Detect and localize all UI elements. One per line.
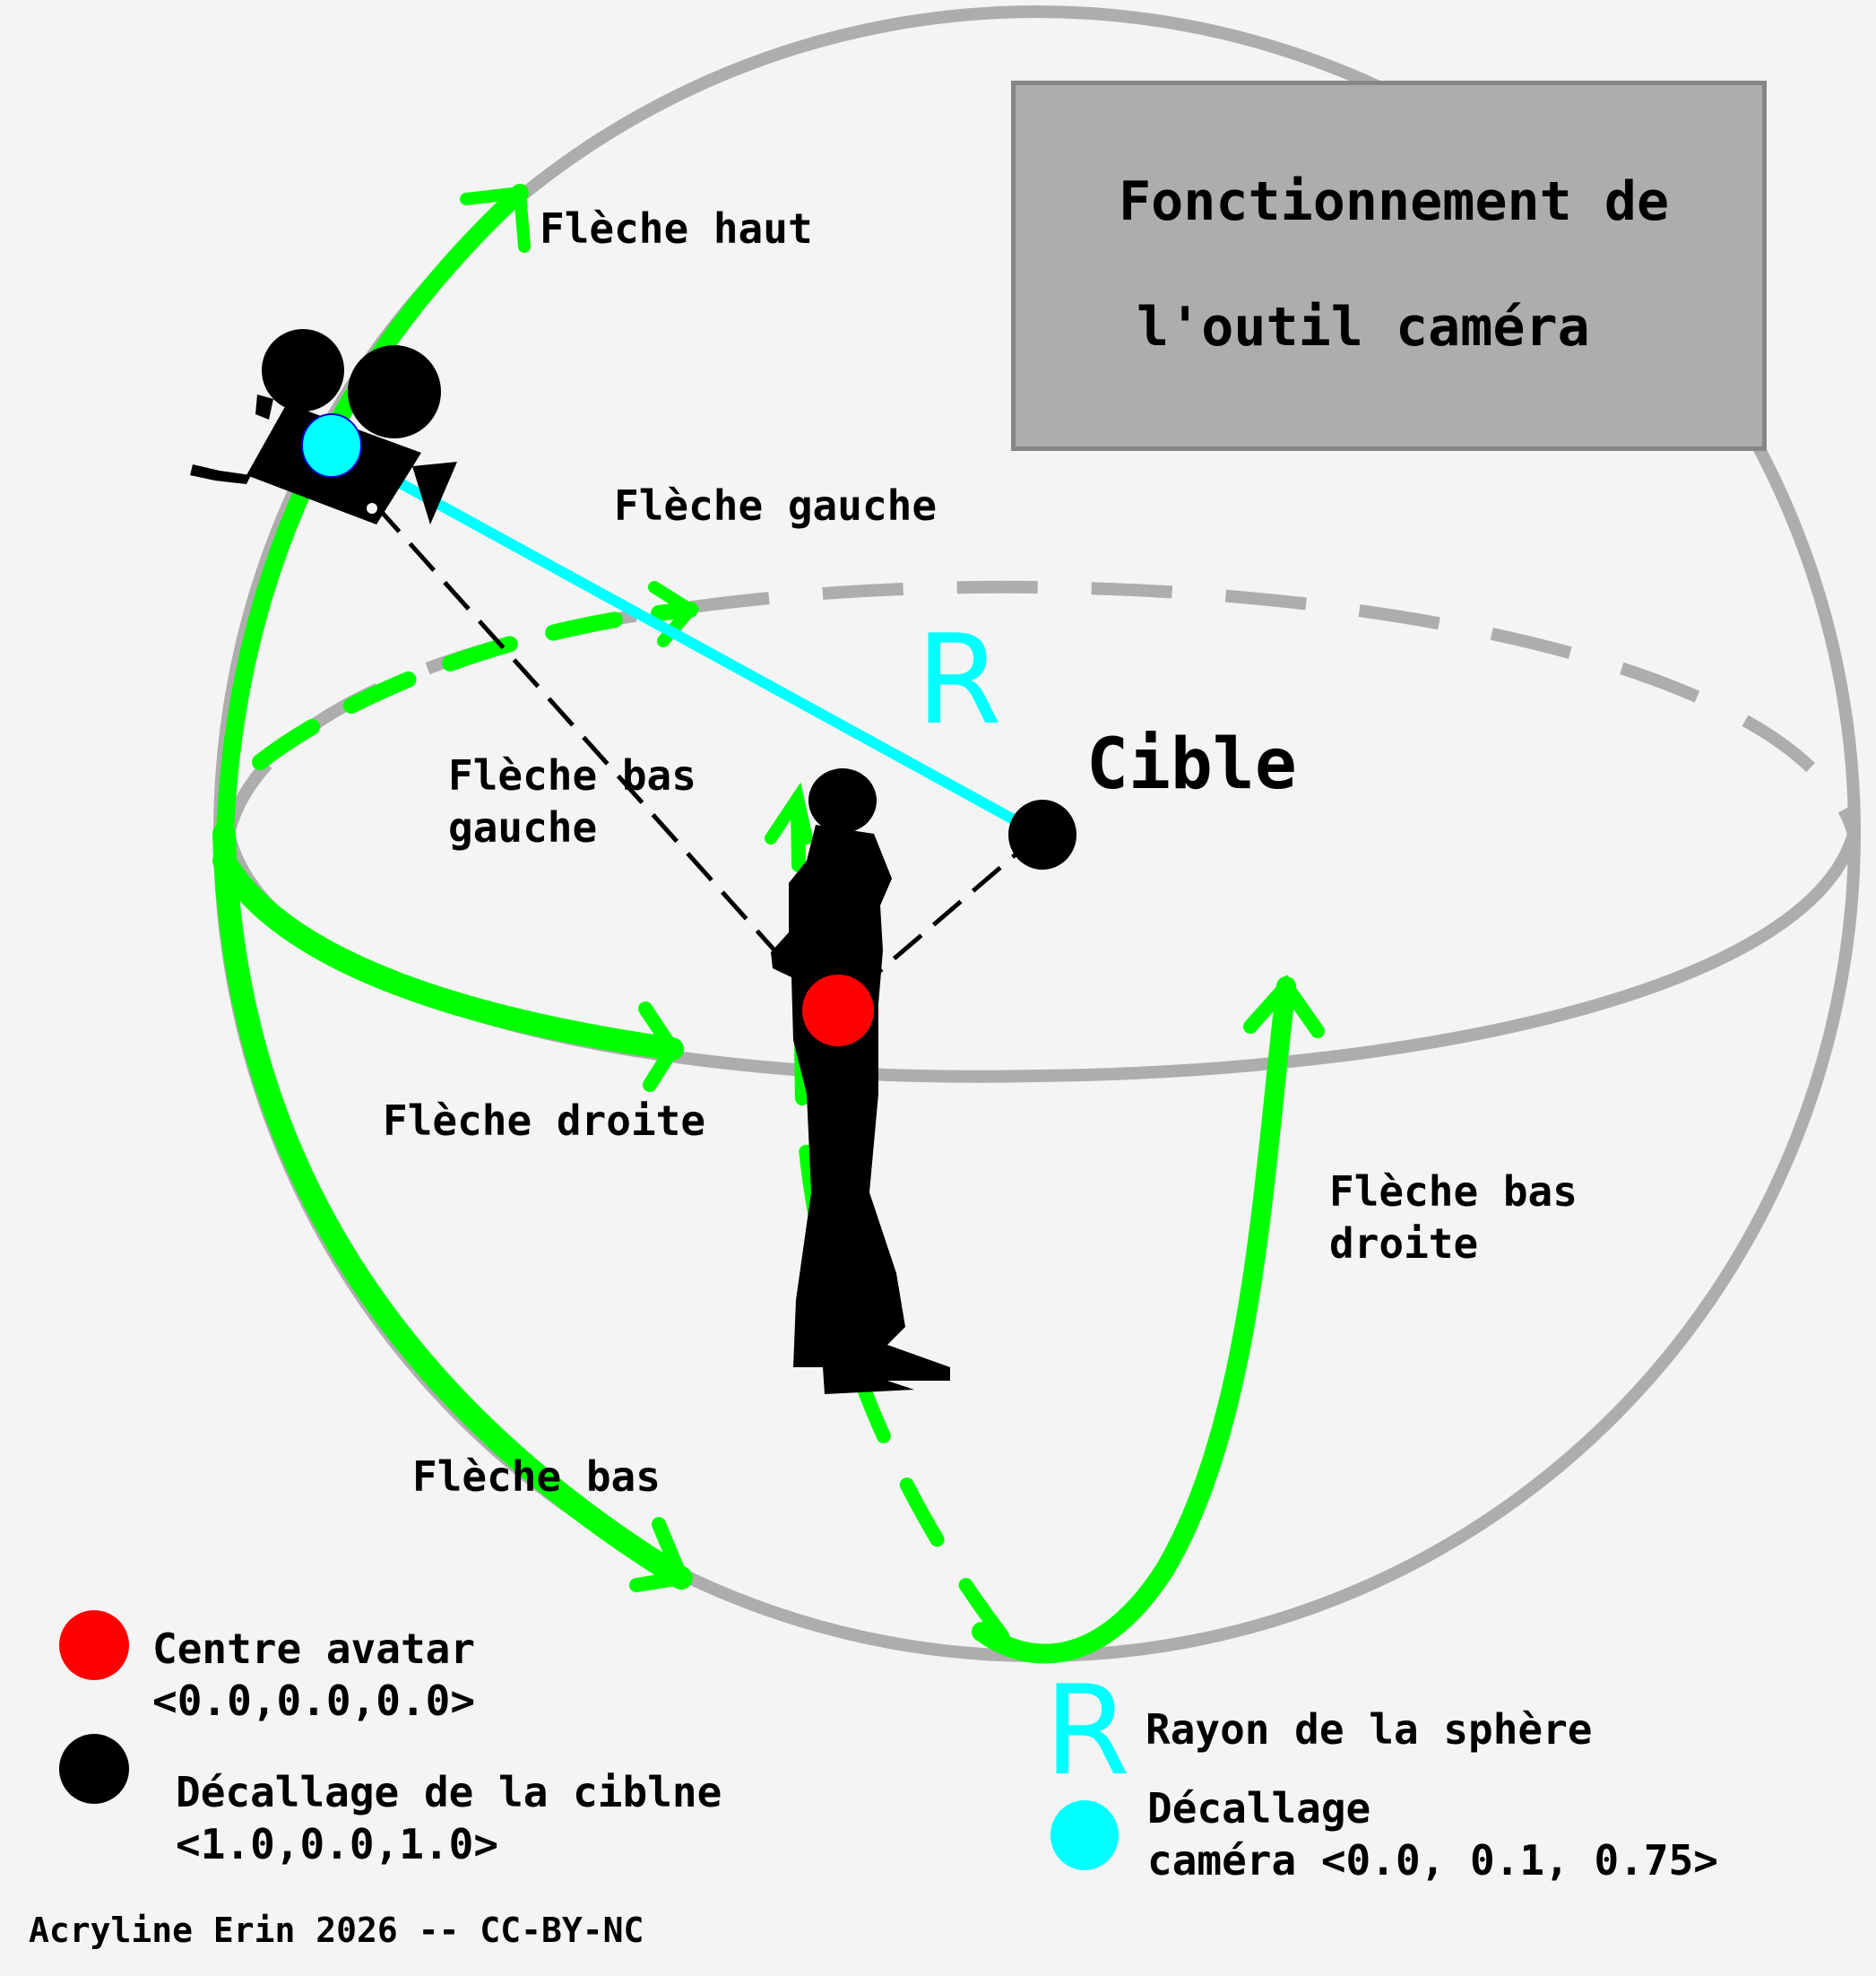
- arrow-down-right-head: [1243, 975, 1325, 1038]
- label-arrow-right: Flèche droite: [383, 1096, 706, 1145]
- legend-target-offset: Décallage de la ciblne <1.0,0.0,1.0>: [176, 1768, 722, 1868]
- label-arrow-down-right: Flèche bas droite: [1329, 1167, 1578, 1268]
- title-line-2: l'outil caméra: [1137, 296, 1590, 359]
- credit-text: Acryline Erin 2026 -- CC-BY-NC: [29, 1911, 644, 1950]
- title-box: Fonctionnement de l'outil caméra: [1011, 81, 1767, 451]
- legend-cyan-dot: [1050, 1800, 1119, 1870]
- target-point: [1008, 800, 1076, 870]
- legend-camera-offset: Décallage caméra <0.0, 0.1, 0.75>: [1147, 1784, 1718, 1885]
- label-arrow-left: Flèche gauche: [614, 481, 938, 530]
- avatar-center-point: [802, 975, 874, 1046]
- arrow-left-dashed: [252, 602, 698, 770]
- radius-symbol: R: [916, 608, 1002, 752]
- arrow-down: [212, 822, 693, 1590]
- legend-sphere-radius: Rayon de la sphère: [1145, 1705, 1593, 1754]
- equator-front: [222, 832, 1860, 1083]
- title-line-1: Fonctionnement de: [1119, 170, 1670, 233]
- legend-black-dot: [59, 1734, 129, 1804]
- legend-avatar-center: Centre avatar <0.0,0.0,0.0>: [152, 1625, 476, 1725]
- arrow-down-left-head: [765, 782, 813, 845]
- green-arrows: [212, 184, 1325, 1664]
- legend-radius-symbol: R: [1044, 1659, 1130, 1803]
- target-to-avatar-dashed: [850, 832, 1042, 997]
- arrow-down-right: [972, 976, 1296, 1664]
- camera-offset-point: [301, 413, 362, 478]
- arrow-down-head: [629, 1517, 692, 1592]
- arrow-down-left-dashed: [791, 795, 1020, 1657]
- radius-line: [329, 440, 1042, 839]
- legend-red-dot: [59, 1610, 129, 1680]
- label-arrow-down: Flèche bas: [412, 1452, 661, 1501]
- avatar-silhouette: [771, 768, 950, 1394]
- arrow-up-head: [460, 186, 531, 253]
- target-label: Cible: [1086, 724, 1297, 805]
- camera-to-avatar-dashed: [339, 464, 808, 988]
- arrow-right-head: [638, 1001, 681, 1092]
- arrow-right: [212, 849, 684, 1061]
- label-arrow-up: Flèche haut: [540, 204, 813, 253]
- label-arrow-down-left: Flèche bas gauche: [448, 751, 696, 852]
